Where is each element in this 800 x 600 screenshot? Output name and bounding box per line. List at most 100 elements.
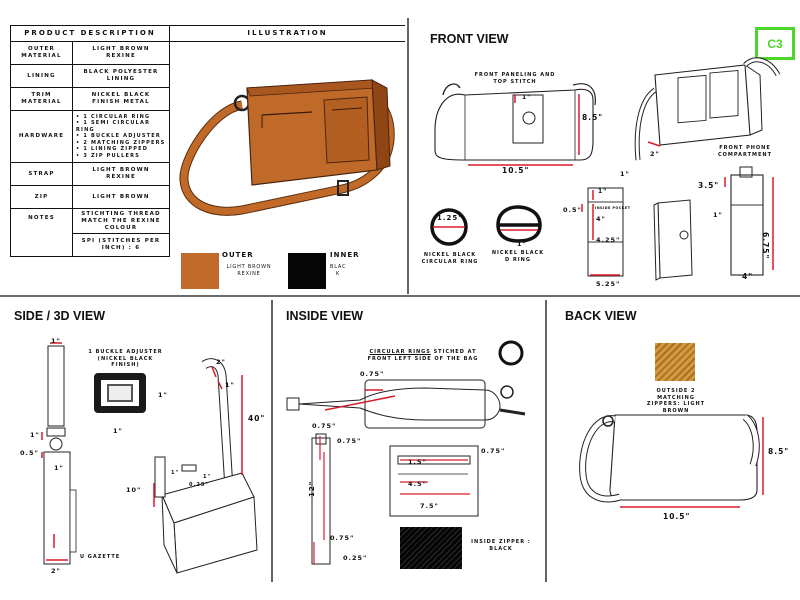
front-phone-note: FRONT PHONE COMPARTMENT — [718, 145, 772, 158]
spec-value-trim: NICKEL BLACK FINISH METAL — [72, 87, 170, 111]
pocket-dim-1: 1" — [598, 188, 608, 195]
inner-swatch-desc: BLAC K — [330, 264, 347, 277]
page-badge: C3 — [755, 27, 795, 60]
spec-label-strap: STRAP — [10, 162, 73, 186]
inside-dim-0-25: 0.25" — [343, 554, 368, 562]
hardware-item: • 1 SEMI CIRCULAR RING — [76, 120, 151, 133]
outer-swatch-title: OUTER — [222, 251, 254, 259]
inside-dim-0-75-d: 0.75" — [481, 447, 506, 455]
phone-compartment-side — [653, 199, 693, 281]
side-small-dim-1b: 1" — [203, 474, 212, 480]
spec-value-notes: STICHTING THREAD MATCH THE REXINE COLOUR — [72, 208, 170, 234]
page-badge-text: C3 — [767, 36, 783, 51]
inside-dim-0-75-b: 0.75" — [337, 437, 362, 445]
inside-dim-0-75-c: 0.75" — [330, 534, 355, 542]
front-dim-2: 2" — [650, 150, 660, 158]
buckle-bar — [107, 384, 133, 402]
pocket-dim-4: 4" — [596, 215, 606, 223]
side-dim-1-top: 1" — [51, 337, 61, 345]
d-ring-label: NICKEL BLACK D RING — [491, 250, 545, 263]
inside-dim-12: 12" — [308, 480, 316, 497]
hardware-item: • 2 MATCHING ZIPPERS — [76, 139, 166, 146]
spec-value-strap: LIGHT BROWN REXINE — [72, 162, 170, 186]
ring-label: NICKEL BLACK CIRCULAR RING — [421, 252, 479, 265]
inside-pocket-drawing — [389, 445, 479, 517]
pocket-dim-5-25: 5.25" — [596, 280, 621, 288]
hardware-item: • 1 BUCKLE ADJUSTER — [76, 133, 161, 140]
front-flat-bag — [434, 83, 596, 166]
spec-value-spi: SPI (STITCHES PER INCH) : 6 — [72, 233, 170, 257]
front-dim-6-75: 6.75" — [761, 232, 770, 260]
side-body-dim-10: 10" — [126, 486, 142, 494]
side-dim-0-5: 0.5" — [20, 449, 39, 457]
buckle-dim-w: 1" — [113, 427, 123, 435]
hardware-item: • 1 LINING ZIPPED — [76, 146, 149, 153]
side-strap-drawing — [41, 342, 77, 565]
hardware-item: • 3 ZIP PULLERS — [76, 152, 141, 159]
inside-dim-4-5: 4.5" — [408, 480, 427, 488]
back-view-title: BACK VIEW — [565, 309, 637, 323]
spec-label-outer-material: OUTER MATERIAL — [10, 41, 73, 65]
inside-zipper-swatch — [400, 527, 462, 569]
side-strap-dim-1: 1" — [225, 381, 235, 389]
d-ring-icon — [496, 205, 542, 243]
front-dim-4: 4" — [742, 272, 754, 281]
outer-swatch-desc: LIGHT BROWN REXINE — [226, 264, 272, 277]
front-view-title: FRONT VIEW — [430, 32, 509, 46]
spec-label-zip: ZIP — [10, 185, 73, 209]
back-zipper-swatch — [655, 343, 695, 381]
circular-ring-icon — [430, 208, 468, 246]
ring-dim: 1.25" — [437, 214, 463, 222]
inside-dim-1-5: 1.5" — [408, 458, 427, 466]
side-strap-dim-40: 40" — [248, 414, 266, 423]
back-zip-note: OUTSIDE 2 MATCHING ZIPPERS: LIGHT BROWN — [646, 388, 706, 414]
side-view-title: SIDE / 3D VIEW — [14, 309, 105, 323]
spec-value-lining: BLACK POLYESTER LINING — [72, 64, 170, 88]
inside-top-drawing — [286, 379, 526, 429]
inside-zipper-note: INSIDE ZIPPER : BLACK — [471, 539, 531, 552]
front-dim-1c: 1" — [713, 211, 723, 219]
side-dim-2-bottom: 2" — [51, 567, 61, 575]
spec-label-trim: TRIM MATERIAL — [10, 87, 73, 111]
pocket-dim-4-25: 4.25" — [596, 236, 621, 244]
back-dim-8-5: 8.5" — [768, 447, 790, 456]
inner-swatch-title: INNER — [330, 251, 360, 259]
front-dim-10-5: 10.5" — [502, 166, 530, 175]
spec-label-lining: LINING — [10, 64, 73, 88]
inside-view-title: INSIDE VIEW — [286, 309, 364, 323]
spec-label-hardware: HARDWARE — [10, 110, 73, 163]
d-ring-dim: 1" — [517, 240, 527, 248]
back-bag-drawing — [579, 414, 764, 508]
pocket-dim-0-5: 0.5" — [563, 206, 582, 214]
spec-value-zip: LIGHT BROWN — [72, 185, 170, 209]
side-dim-1-mid: 1" — [30, 431, 40, 439]
outer-swatch — [181, 253, 219, 289]
front-dim-1: 1" — [522, 94, 532, 101]
inside-pocket — [581, 187, 624, 277]
bag-illustration — [179, 79, 395, 216]
pocket-label: INSIDE POCKET — [595, 206, 631, 210]
side-dim-1-low: 1" — [54, 464, 64, 472]
buckle-label: 1 BUCKLE ADJUSTER (NICKEL BLACK FINISH) — [88, 349, 163, 368]
inside-ring-note-underlined: CIRCULAR RINGS — [369, 349, 431, 355]
side-3d-bag — [153, 358, 258, 574]
inside-ring-note: CIRCULAR RINGS STICHED AT FRONT LEFT SID… — [363, 349, 483, 362]
front-dim-1b: 1" — [620, 170, 630, 178]
side-small-dim-1a: 1" — [171, 470, 180, 476]
back-dim-10-5: 10.5" — [663, 512, 691, 521]
spec-value-outer-material: LIGHT BROWN REXINE — [72, 41, 170, 65]
front-dim-3-5: 3.5" — [698, 181, 720, 190]
inside-ring-note-rest: STICHED AT FRONT LEFT SIDE OF THE BAG — [367, 349, 479, 362]
side-strap-dim-2: 2" — [216, 358, 226, 366]
spec-label-notes: NOTES — [10, 208, 73, 257]
front-dim-8-5: 8.5" — [582, 113, 604, 122]
buckle-icon — [94, 373, 146, 413]
inside-dim-7-5: 7.5" — [420, 502, 439, 510]
inside-dim-0-75-a: 0.75" — [312, 422, 337, 430]
inner-swatch — [288, 253, 326, 289]
inside-strip-drawing — [311, 433, 331, 565]
spec-value-hardware: • 1 CIRCULAR RING • 1 SEMI CIRCULAR RING… — [72, 110, 170, 163]
side-small-dim-0-25: 0.25" — [189, 482, 209, 488]
buckle-dim-h: 1" — [158, 391, 168, 399]
